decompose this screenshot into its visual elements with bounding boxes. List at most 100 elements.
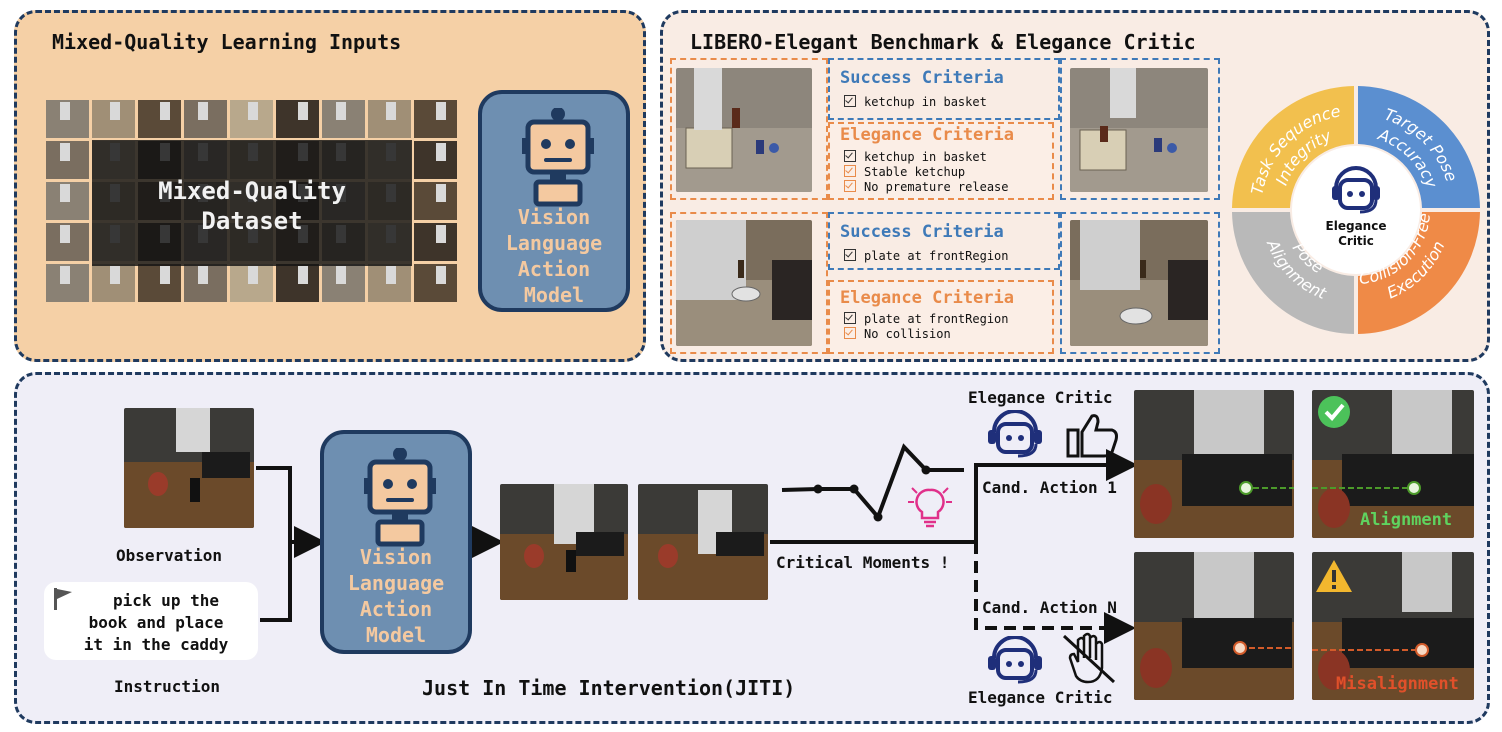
- observation-image: [124, 408, 254, 528]
- checkbox-icon: [844, 95, 856, 107]
- vla-word-1: Vision: [517, 205, 591, 229]
- kitchen-scene-4: [1070, 220, 1208, 346]
- robot-arm-shape: [436, 102, 446, 120]
- row1-end-image: [1070, 68, 1208, 192]
- misalignment-label: Misalignment: [1336, 674, 1459, 694]
- row1-elegance-text-3: No premature release: [864, 180, 1009, 194]
- dataset-thumbnail: [414, 264, 457, 302]
- vla-bottom-word-4: Model: [365, 623, 427, 647]
- jiti-title: Just In Time Intervention(JITI): [422, 676, 796, 700]
- instruction-label: Instruction: [114, 677, 220, 696]
- robot-arm-shape: [336, 266, 346, 284]
- row1-elegance-text-2: Stable ketchup: [864, 165, 966, 179]
- cand1-scene-b: [1312, 390, 1474, 538]
- instruction-bubble: [44, 582, 258, 660]
- vla-word-4: Model: [523, 283, 585, 307]
- wheel-center-line2: Critic: [1338, 234, 1374, 248]
- wheel-svg: Task Sequence Integrity Target Pose Accu…: [1232, 86, 1480, 334]
- wheel-q4: [1358, 212, 1480, 334]
- row1-success-box: [828, 58, 1060, 120]
- robot-arm-shape: [436, 266, 446, 284]
- robot-arm-shape: [436, 184, 446, 202]
- row2-elegance-title: Elegance Criteria: [840, 288, 1014, 308]
- row1-elegance-title: Elegance Criteria: [840, 125, 1014, 145]
- candn-image-a: [1134, 552, 1294, 700]
- row2-elegance-item-2: No collision: [844, 327, 951, 341]
- row1-start-image: [676, 68, 812, 192]
- row2-success-title: Success Criteria: [840, 222, 1004, 242]
- robot-icon: [522, 108, 594, 207]
- row1-elegance-text-1: ketchup in basket: [864, 150, 987, 164]
- robot-arm-shape: [110, 102, 120, 120]
- row1-left-frame: [670, 58, 828, 200]
- critic-top-label: Elegance Critic: [968, 388, 1113, 407]
- stop-hand-icon: [1062, 632, 1116, 684]
- trajectory-scene-2: [638, 484, 768, 600]
- dataset-thumbnail: [414, 100, 457, 138]
- cand-action-n-label: Cand. Action N: [982, 598, 1117, 617]
- robot-arm-shape: [60, 225, 70, 243]
- checkbox-icon: [844, 312, 856, 324]
- observation-label: Observation: [116, 546, 222, 565]
- row1-success-item: ketchup in basket: [844, 95, 987, 109]
- headset-icon-bottom: [988, 636, 1042, 684]
- dataset-grid: [46, 100, 458, 306]
- robot-arm-shape: [386, 266, 396, 284]
- candn-scene-a: [1134, 552, 1294, 700]
- row1-elegance-box: [828, 122, 1054, 200]
- instruction-line-3: it in the caddy: [83, 635, 229, 654]
- robot-arm-shape: [198, 266, 208, 284]
- trajectory-frame-2: [638, 484, 768, 600]
- cand1-scene-a: [1134, 390, 1294, 538]
- vla-model-box-bottom: Vision Language Action Model: [320, 430, 472, 654]
- checkbox-icon: [844, 249, 856, 261]
- row2-left-frame: [670, 212, 828, 354]
- thumbs-up-icon: [1066, 414, 1118, 458]
- dataset-thumbnail: [276, 100, 319, 138]
- observation-scene: [124, 408, 254, 528]
- robot-arm-shape: [336, 102, 346, 120]
- mixed-quality-title: Mixed-Quality Learning Inputs: [52, 30, 402, 54]
- trajectory-frame-1: [500, 484, 628, 600]
- robot-arm-shape: [386, 102, 396, 120]
- vla-bottom-word-2: Language: [347, 571, 445, 595]
- robot-arm-shape: [248, 102, 258, 120]
- row2-success-item: plate at frontRegion: [844, 249, 1009, 263]
- instruction-line-2: book and place: [88, 613, 224, 632]
- row1-right-frame: [1060, 58, 1220, 200]
- robot-arm-shape: [60, 102, 70, 120]
- robot-arm-shape: [160, 102, 170, 120]
- cand1-image-b: [1312, 390, 1474, 538]
- dataset-thumbnails: [46, 100, 457, 302]
- row2-success-box: [828, 212, 1060, 270]
- dataset-label: Mixed-Quality Dataset: [92, 176, 412, 236]
- critic-bottom-label: Elegance Critic: [968, 688, 1113, 707]
- row1-success-title: Success Criteria: [840, 68, 1004, 88]
- robot-arm-shape: [198, 102, 208, 120]
- wheel-q1: [1232, 86, 1354, 208]
- robot-arm-shape: [60, 143, 70, 161]
- libero-title: LIBERO-Elegant Benchmark & Elegance Crit…: [690, 30, 1196, 54]
- robot-icon: [364, 448, 436, 547]
- row2-elegance-box: [828, 280, 1054, 354]
- candn-scene-b: [1312, 552, 1474, 700]
- dataset-thumbnail: [414, 141, 457, 179]
- vla-bottom-word-3: Action: [359, 597, 433, 621]
- vla-bottom-word-1: Vision: [359, 545, 433, 569]
- dataset-thumbnail: [138, 264, 181, 302]
- wheel-center-line1: Elegance: [1326, 219, 1387, 233]
- vla-model-box-top: Vision Language Action Model: [478, 90, 630, 312]
- vla-word-2: Language: [505, 231, 603, 255]
- checkbox-icon: [844, 180, 856, 192]
- row2-elegance-text-1: plate at frontRegion: [864, 312, 1009, 326]
- flag-icon: [54, 588, 72, 610]
- trajectory-scene-1: [500, 484, 628, 600]
- row1-elegance-item-2: Stable ketchup: [844, 165, 965, 179]
- kitchen-scene-3: [676, 220, 812, 346]
- candn-image-b: [1312, 552, 1474, 700]
- cand-action-1-label: Cand. Action 1: [982, 478, 1117, 497]
- row2-end-image: [1070, 220, 1208, 346]
- checkbox-icon: [844, 150, 856, 162]
- robot-arm-shape: [298, 266, 308, 284]
